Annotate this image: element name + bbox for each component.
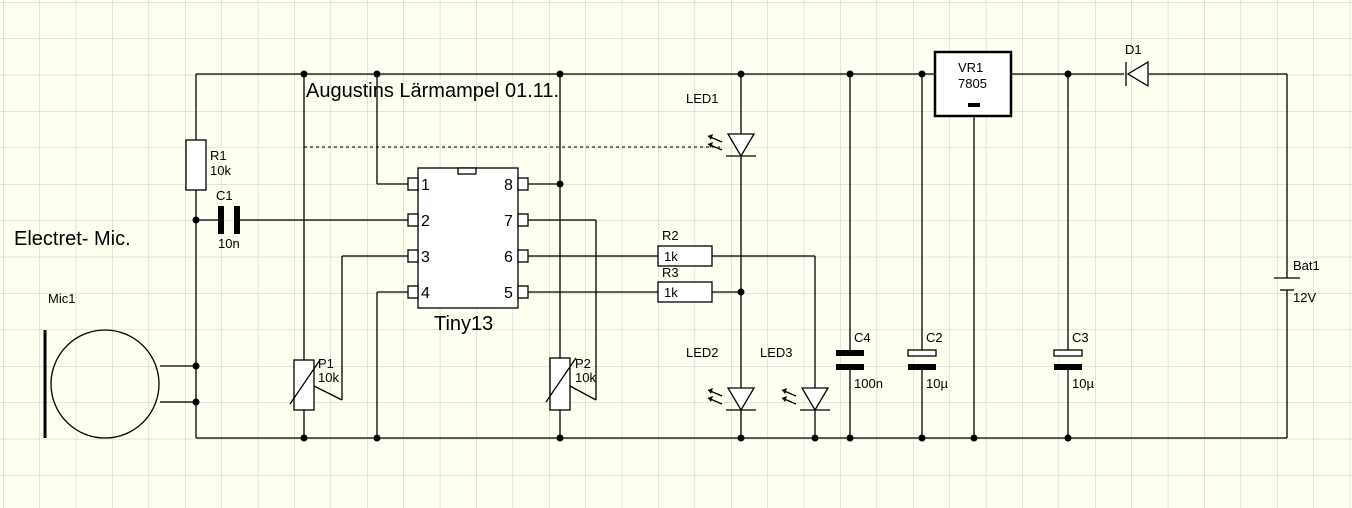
junction-dots bbox=[192, 70, 1072, 442]
mic-note: Electret- Mic. bbox=[14, 228, 131, 250]
p2-value: 10k bbox=[575, 370, 596, 385]
capacitor-c2[interactable]: C2 10µ bbox=[907, 330, 948, 391]
p2-ref: P2 bbox=[575, 356, 591, 371]
led2-ref: LED2 bbox=[686, 345, 719, 360]
ic-pin-5: 5 bbox=[504, 285, 513, 302]
led3-ref: LED3 bbox=[760, 345, 793, 360]
diode-d1[interactable]: D1 bbox=[1125, 42, 1149, 88]
ic-pin-6: 6 bbox=[504, 249, 513, 266]
ic-pin-2: 2 bbox=[421, 213, 430, 230]
p1-ref: P1 bbox=[318, 356, 334, 371]
capacitor-c4[interactable]: C4 100n bbox=[836, 330, 883, 391]
c4-value: 100n bbox=[854, 376, 883, 391]
r2-value: 1k bbox=[664, 249, 678, 264]
microphone-mic1[interactable]: Mic1 bbox=[43, 291, 160, 439]
resistor-r1[interactable]: R1 10k bbox=[185, 139, 231, 191]
r1-ref: R1 bbox=[210, 148, 227, 163]
battery-bat1[interactable]: Bat1 12V bbox=[1274, 258, 1320, 305]
c1-ref: C1 bbox=[216, 188, 233, 203]
regulator-vr1[interactable]: VR1 7805 bbox=[933, 50, 1013, 118]
c1-value: 10n bbox=[218, 236, 240, 251]
ic-name: Tiny13 bbox=[434, 313, 493, 335]
led-led3[interactable]: LED3 bbox=[760, 345, 830, 412]
ic-pin-4: 4 bbox=[421, 285, 430, 302]
ic-pin-7: 7 bbox=[504, 213, 513, 230]
capacitor-c1[interactable]: C1 10n bbox=[216, 188, 240, 251]
ic-tiny13[interactable]: 1 2 3 4 5 6 7 8 Tiny13 bbox=[407, 167, 529, 335]
bat1-ref: Bat1 bbox=[1293, 258, 1320, 273]
vr1-value: 7805 bbox=[958, 76, 987, 91]
resistor-r2[interactable]: R2 1k bbox=[657, 228, 713, 267]
resistor-r3[interactable]: R3 1k bbox=[657, 265, 713, 303]
mic1-ref: Mic1 bbox=[48, 291, 75, 306]
c2-value: 10µ bbox=[926, 376, 948, 391]
potentiometer-p2[interactable]: P2 10k bbox=[545, 356, 596, 411]
d1-ref: D1 bbox=[1125, 42, 1142, 57]
r3-ref: R3 bbox=[662, 265, 679, 280]
schematic-title: Augustins Lärmampel 01.11. bbox=[306, 80, 559, 102]
ic-pin-3: 3 bbox=[421, 249, 430, 266]
r1-value: 10k bbox=[210, 163, 231, 178]
ic-pin-8: 8 bbox=[504, 177, 513, 194]
r3-value: 1k bbox=[664, 285, 678, 300]
c3-value: 10µ bbox=[1072, 376, 1094, 391]
ic-pin-1: 1 bbox=[421, 177, 430, 194]
bat1-value: 12V bbox=[1293, 290, 1316, 305]
c3-ref: C3 bbox=[1072, 330, 1089, 345]
led-led1[interactable]: LED1 bbox=[686, 91, 756, 158]
potentiometer-p1[interactable]: P1 10k bbox=[289, 356, 343, 411]
p1-value: 10k bbox=[318, 370, 339, 385]
vr1-ref: VR1 bbox=[958, 60, 983, 75]
led-led2[interactable]: LED2 bbox=[686, 345, 756, 412]
capacitor-c3[interactable]: C3 10µ bbox=[1053, 330, 1094, 391]
led1-ref: LED1 bbox=[686, 91, 719, 106]
c2-ref: C2 bbox=[926, 330, 943, 345]
c4-ref: C4 bbox=[854, 330, 871, 345]
r2-ref: R2 bbox=[662, 228, 679, 243]
